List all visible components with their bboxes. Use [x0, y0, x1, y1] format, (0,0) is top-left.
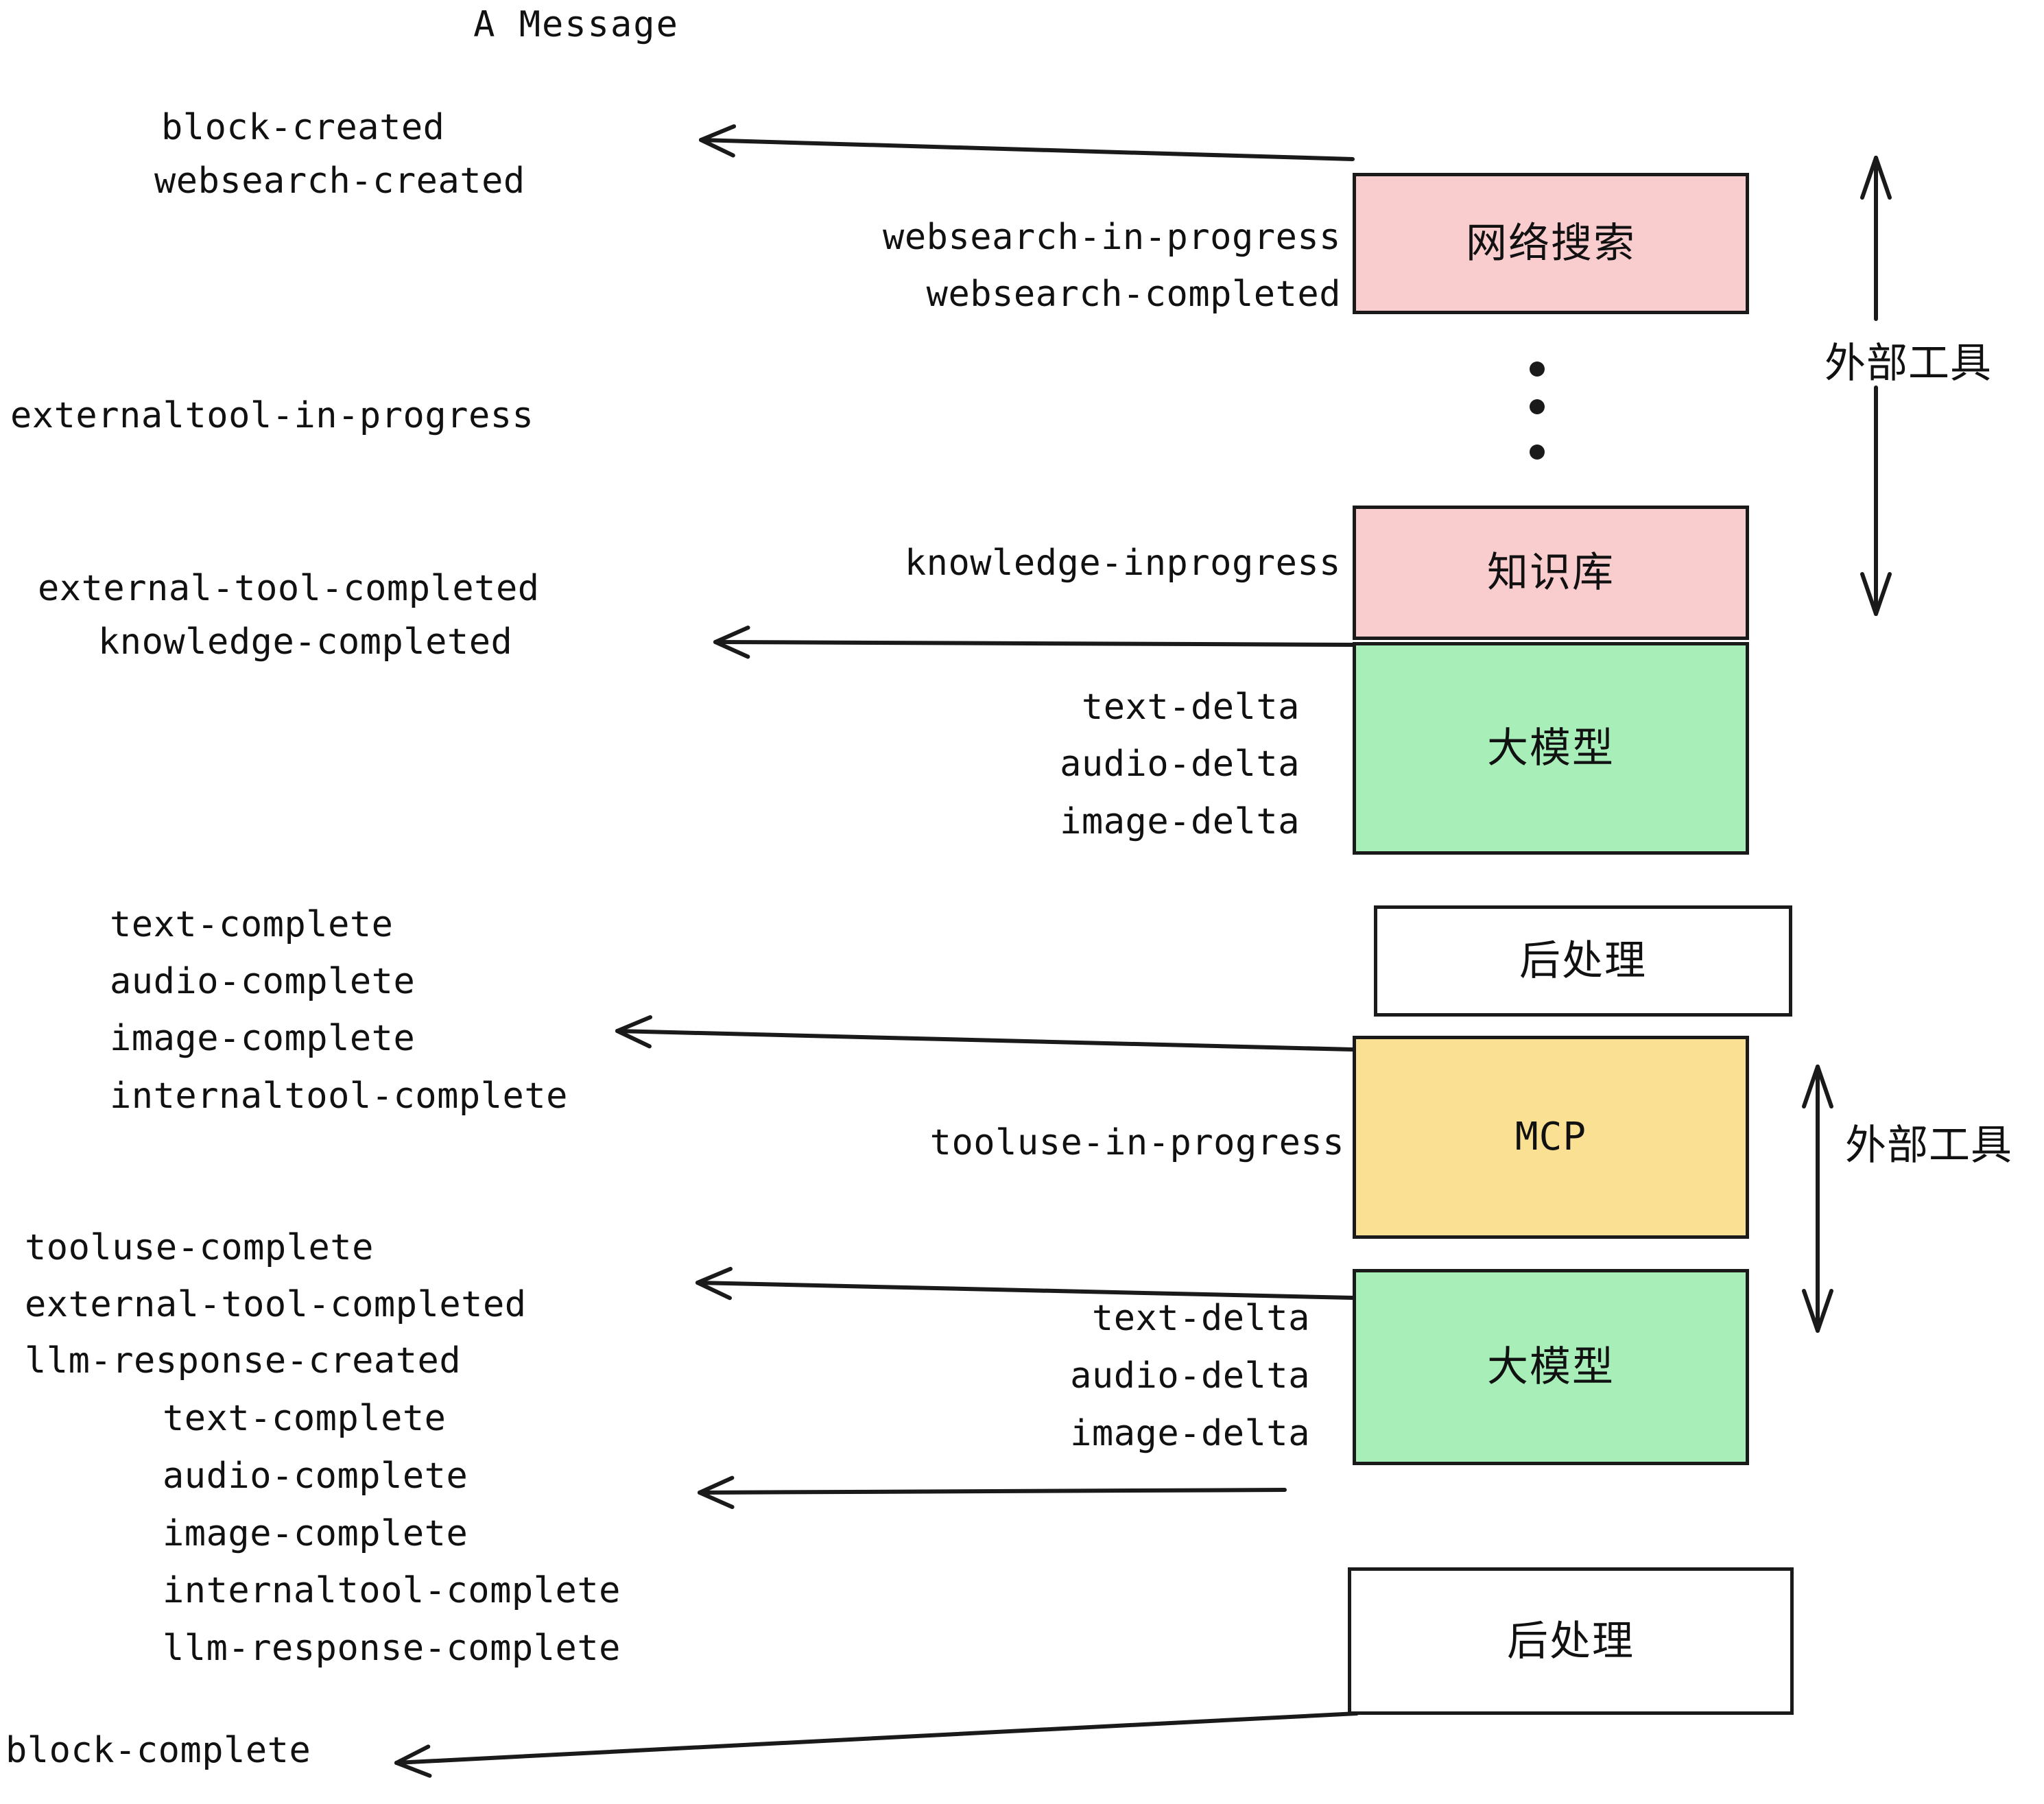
arrow-tooluse-complete [696, 1266, 1355, 1301]
label-external-tools-bottom: 外部工具 [1845, 1121, 2012, 1170]
box-llm-bottom: 大模型 [1353, 1269, 1749, 1465]
box-label-postprocess-1: 后处理 [1519, 937, 1647, 985]
external-tools-arrow-down-bottom [1802, 1164, 1833, 1333]
ellipsis-dot-icon [1530, 361, 1545, 377]
arrow-block-complete [394, 1711, 1359, 1778]
event-label-llm-response-created: llm-response-created [25, 1340, 462, 1381]
event-label-llm-response-complete: llm-response-complete [163, 1628, 621, 1669]
event-label-websearch-created: websearch-created [154, 161, 525, 202]
box-label-knowledge: 知识库 [1487, 549, 1615, 597]
external-tools-arrow-up-bottom [1802, 1065, 1833, 1168]
box-label-websearch: 网络搜索 [1466, 219, 1636, 268]
event-label-image-complete-1: image-complete [110, 1018, 416, 1059]
event-label-image-complete-2: image-complete [163, 1513, 468, 1554]
event-label-websearch-in-progress: websearch-in-progress [883, 217, 1341, 258]
box-label-llm-top: 大模型 [1487, 724, 1615, 772]
event-label-external-tool-completed-2: external-tool-completed [25, 1284, 527, 1325]
event-label-audio-complete-2: audio-complete [163, 1456, 468, 1497]
ellipsis-dot-icon [1530, 444, 1545, 460]
box-postprocess-1: 后处理 [1374, 905, 1792, 1017]
box-websearch: 网络搜索 [1353, 173, 1749, 314]
event-label-websearch-completed: websearch-completed [926, 274, 1341, 315]
box-label-mcp: MCP [1514, 1115, 1587, 1159]
event-label-knowledge-inprogress: knowledge-inprogress [904, 543, 1341, 584]
box-label-postprocess-2: 后处理 [1507, 1617, 1635, 1665]
box-label-llm-bottom: 大模型 [1487, 1343, 1615, 1391]
event-label-image-delta-2: image-delta [1070, 1413, 1310, 1454]
label-external-tools-top: 外部工具 [1825, 340, 1992, 388]
box-postprocess-2: 后处理 [1348, 1567, 1794, 1715]
event-label-text-complete-2: text-complete [163, 1398, 447, 1439]
arrow-block-created [699, 124, 1355, 161]
arrow-image-complete [615, 1014, 1355, 1052]
event-label-text-complete-1: text-complete [110, 904, 394, 945]
event-label-external-tool-completed-1: external-tool-completed [38, 568, 540, 609]
event-label-text-delta-2: text-delta [1091, 1298, 1310, 1339]
arrow-knowledge-completed [713, 626, 1355, 659]
event-label-text-delta-1: text-delta [1081, 687, 1300, 728]
event-label-internaltool-complete-1: internaltool-complete [110, 1076, 568, 1117]
event-label-internaltool-complete-2: internaltool-complete [163, 1570, 621, 1611]
event-label-tooluse-in-progress: tooluse-in-progress [929, 1122, 1344, 1163]
event-label-audio-delta-2: audio-delta [1070, 1355, 1310, 1397]
ellipsis-dot-icon [1530, 399, 1545, 414]
external-tools-arrow-up-top [1860, 156, 1892, 321]
event-label-tooluse-complete: tooluse-complete [25, 1227, 374, 1268]
event-label-audio-complete-1: audio-complete [110, 961, 416, 1002]
event-label-block-created: block-created [161, 107, 445, 148]
event-label-block-complete: block-complete [5, 1730, 311, 1771]
event-label-externaltool-in-progress: externaltool-in-progress [10, 395, 534, 436]
box-llm-top: 大模型 [1353, 642, 1749, 855]
page-title: A Message [473, 4, 679, 45]
box-mcp: MCP [1353, 1036, 1749, 1239]
box-knowledge: 知识库 [1353, 506, 1749, 640]
event-label-image-delta-1: image-delta [1060, 801, 1300, 842]
event-label-audio-delta-1: audio-delta [1060, 744, 1300, 785]
event-label-knowledge-completed: knowledge-completed [98, 621, 513, 663]
arrow-audio-complete [698, 1475, 1287, 1509]
external-tools-arrow-down-top [1860, 385, 1892, 616]
